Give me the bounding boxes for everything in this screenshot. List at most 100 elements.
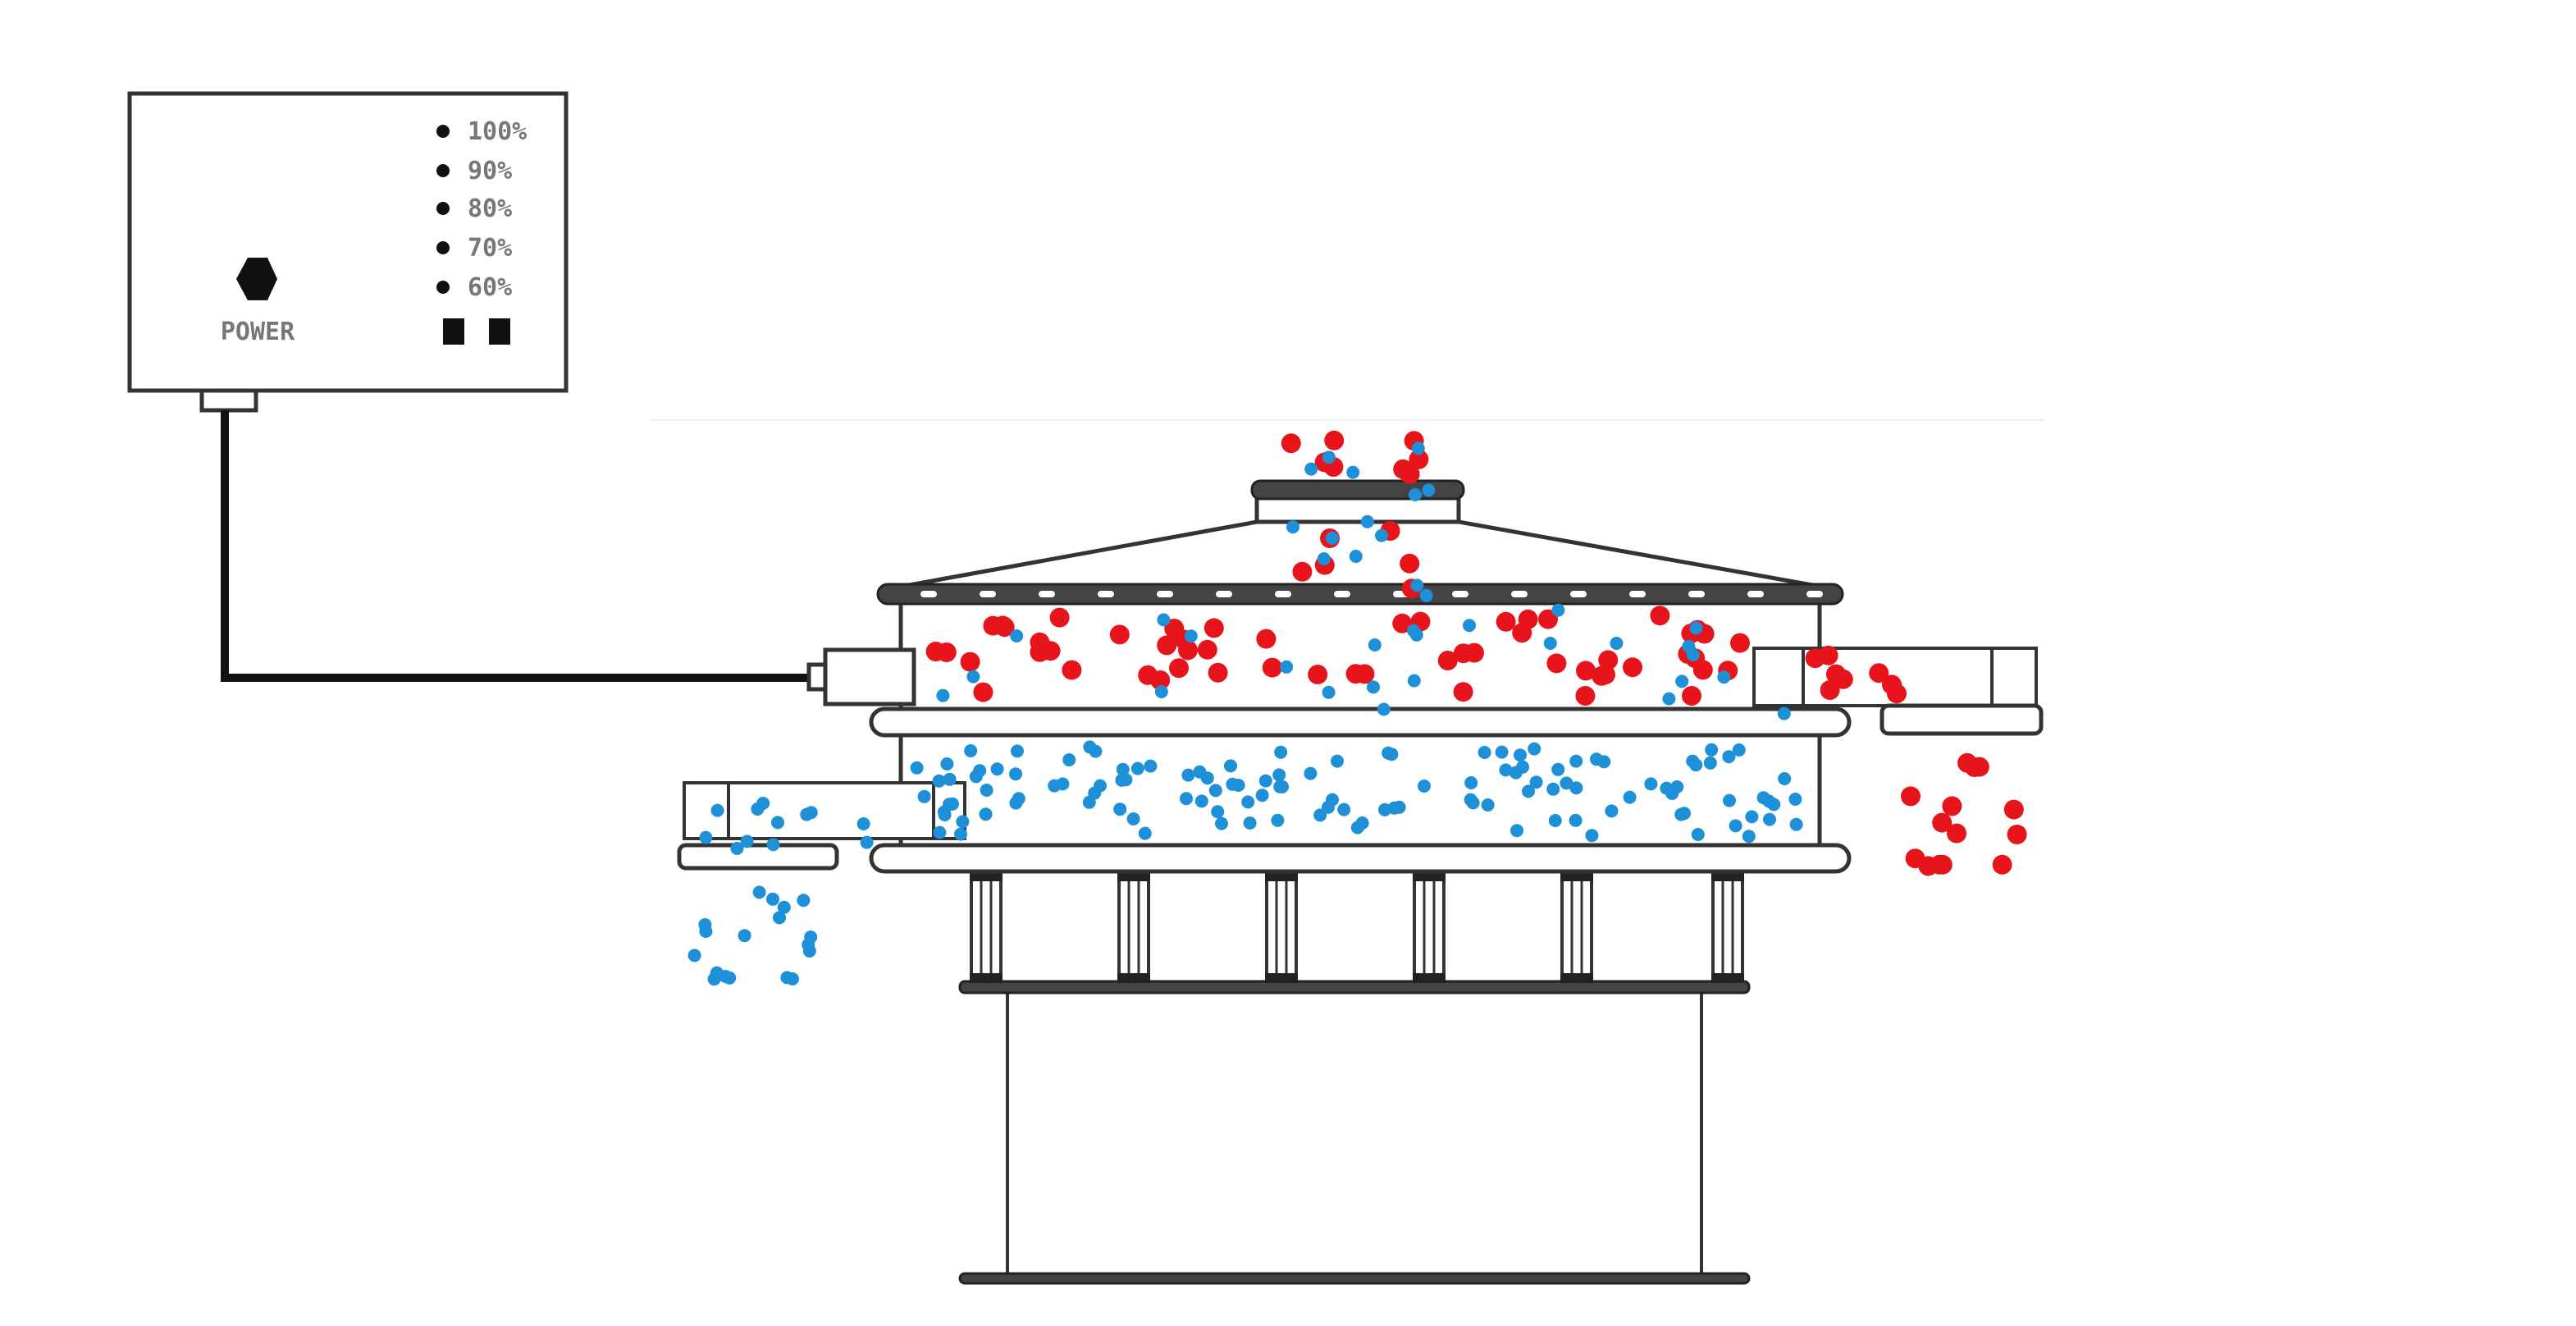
coarse-particle [1546,653,1567,674]
fine-particle [710,966,724,980]
fine-particle [1317,552,1331,565]
level-indicator[interactable]: 60% [436,273,512,302]
fine-particle [740,834,754,848]
coarse-particle [1538,609,1558,629]
lid-hole [1570,591,1587,597]
fine-particle [1516,760,1529,774]
fine-particle [1011,744,1024,758]
fine-particle [1407,624,1420,638]
fine-particle [1208,784,1222,798]
coarse-particle [1992,854,2012,875]
fine-particle [1224,759,1237,773]
level-indicator[interactable]: 80% [436,194,512,223]
fine-particle [1686,754,1700,768]
fine-particle [856,817,870,830]
lid-hole [1039,591,1055,597]
fine-particle [1215,816,1228,830]
lid-hole [1629,591,1646,597]
fine-particle [777,900,791,914]
fine-particle [1144,759,1158,773]
fine-particle [786,972,799,985]
fine-particle [932,774,946,788]
coarse-particle [973,682,993,702]
springs [970,871,1744,983]
coarse-particle [1164,619,1185,638]
level-label: 70% [468,234,512,263]
fine-particle [1375,528,1388,542]
fine-particle [1660,781,1674,795]
power-knob-icon[interactable] [236,258,277,300]
coarse-particle [1596,665,1615,685]
fine-particle [1551,603,1565,617]
fine-particle [1528,742,1541,756]
fine-particle [933,825,947,839]
fine-particle [1585,829,1599,843]
start-button[interactable] [443,318,464,345]
coarse-particle [1256,629,1277,649]
fine-particle [1410,578,1424,592]
coarse-particle [1030,632,1050,652]
fine-particle [1409,488,1422,501]
coarse-particle [1400,553,1420,574]
coarse-particle [1262,657,1282,678]
fine-particle [1258,774,1272,788]
feed-inlet [1254,495,1461,524]
indicator-dot-icon [436,164,450,177]
level-indicators: 100% 90% 80% 70% 60% [436,117,527,302]
coarse-particle [1169,658,1189,679]
fine-particle [752,885,766,899]
fine-outlet-spout [677,843,839,871]
support-ring [958,980,1751,994]
fine-particle [1623,790,1637,804]
motor-terminal [806,662,828,692]
level-indicator[interactable]: 90% [436,157,512,185]
coarse-particle [1730,633,1750,653]
fine-particle [1322,685,1336,699]
stop-button[interactable] [489,318,510,345]
coarse-particle [936,642,957,662]
coarse-particle [1308,665,1328,684]
fine-particle [1543,637,1557,650]
coarse-particle [1281,433,1301,454]
fine-particle [1322,800,1335,814]
fine-particle [1337,802,1351,816]
fine-particle [1331,754,1344,768]
coarse-particle [1324,430,1345,450]
fine-particle [1717,670,1731,684]
vibration-motor [823,647,916,706]
level-label: 90% [468,157,512,185]
coarse-particle [1453,682,1473,702]
fine-particle [1211,805,1225,819]
fine-particle [1138,826,1152,840]
fine-particle [1089,744,1103,758]
fine-particle [964,744,978,757]
fine-particle [1009,796,1023,810]
fine-particle [771,816,784,830]
fine-particle [710,803,724,817]
lower-clamp-ring [869,843,1852,874]
fine-particle [1605,804,1619,818]
fine-particle [1346,465,1360,479]
fine-particle [990,762,1004,776]
fine-particle [1116,762,1130,776]
fine-particle [1569,754,1583,768]
fine-particle [1243,816,1257,830]
lid-hole [1334,591,1350,597]
fine-particle [1130,761,1144,775]
level-indicator[interactable]: 100% [436,117,527,146]
spring [1711,871,1744,983]
coarse-particle [1932,812,1953,833]
coarse-particle [1576,661,1596,681]
coarse-particle [1464,642,1484,663]
indicator-dot-icon [436,241,450,254]
lid-hole [920,591,937,597]
coarse-particle [1204,618,1224,638]
fine-particle [1392,800,1406,814]
coarse-particle [1400,464,1420,484]
coarse-particle [960,652,980,672]
lid-hole [1511,591,1528,597]
lid-ring [876,583,1844,606]
level-indicator[interactable]: 70% [436,234,512,263]
fine-particle [1723,793,1736,807]
fine-particle [936,688,950,702]
